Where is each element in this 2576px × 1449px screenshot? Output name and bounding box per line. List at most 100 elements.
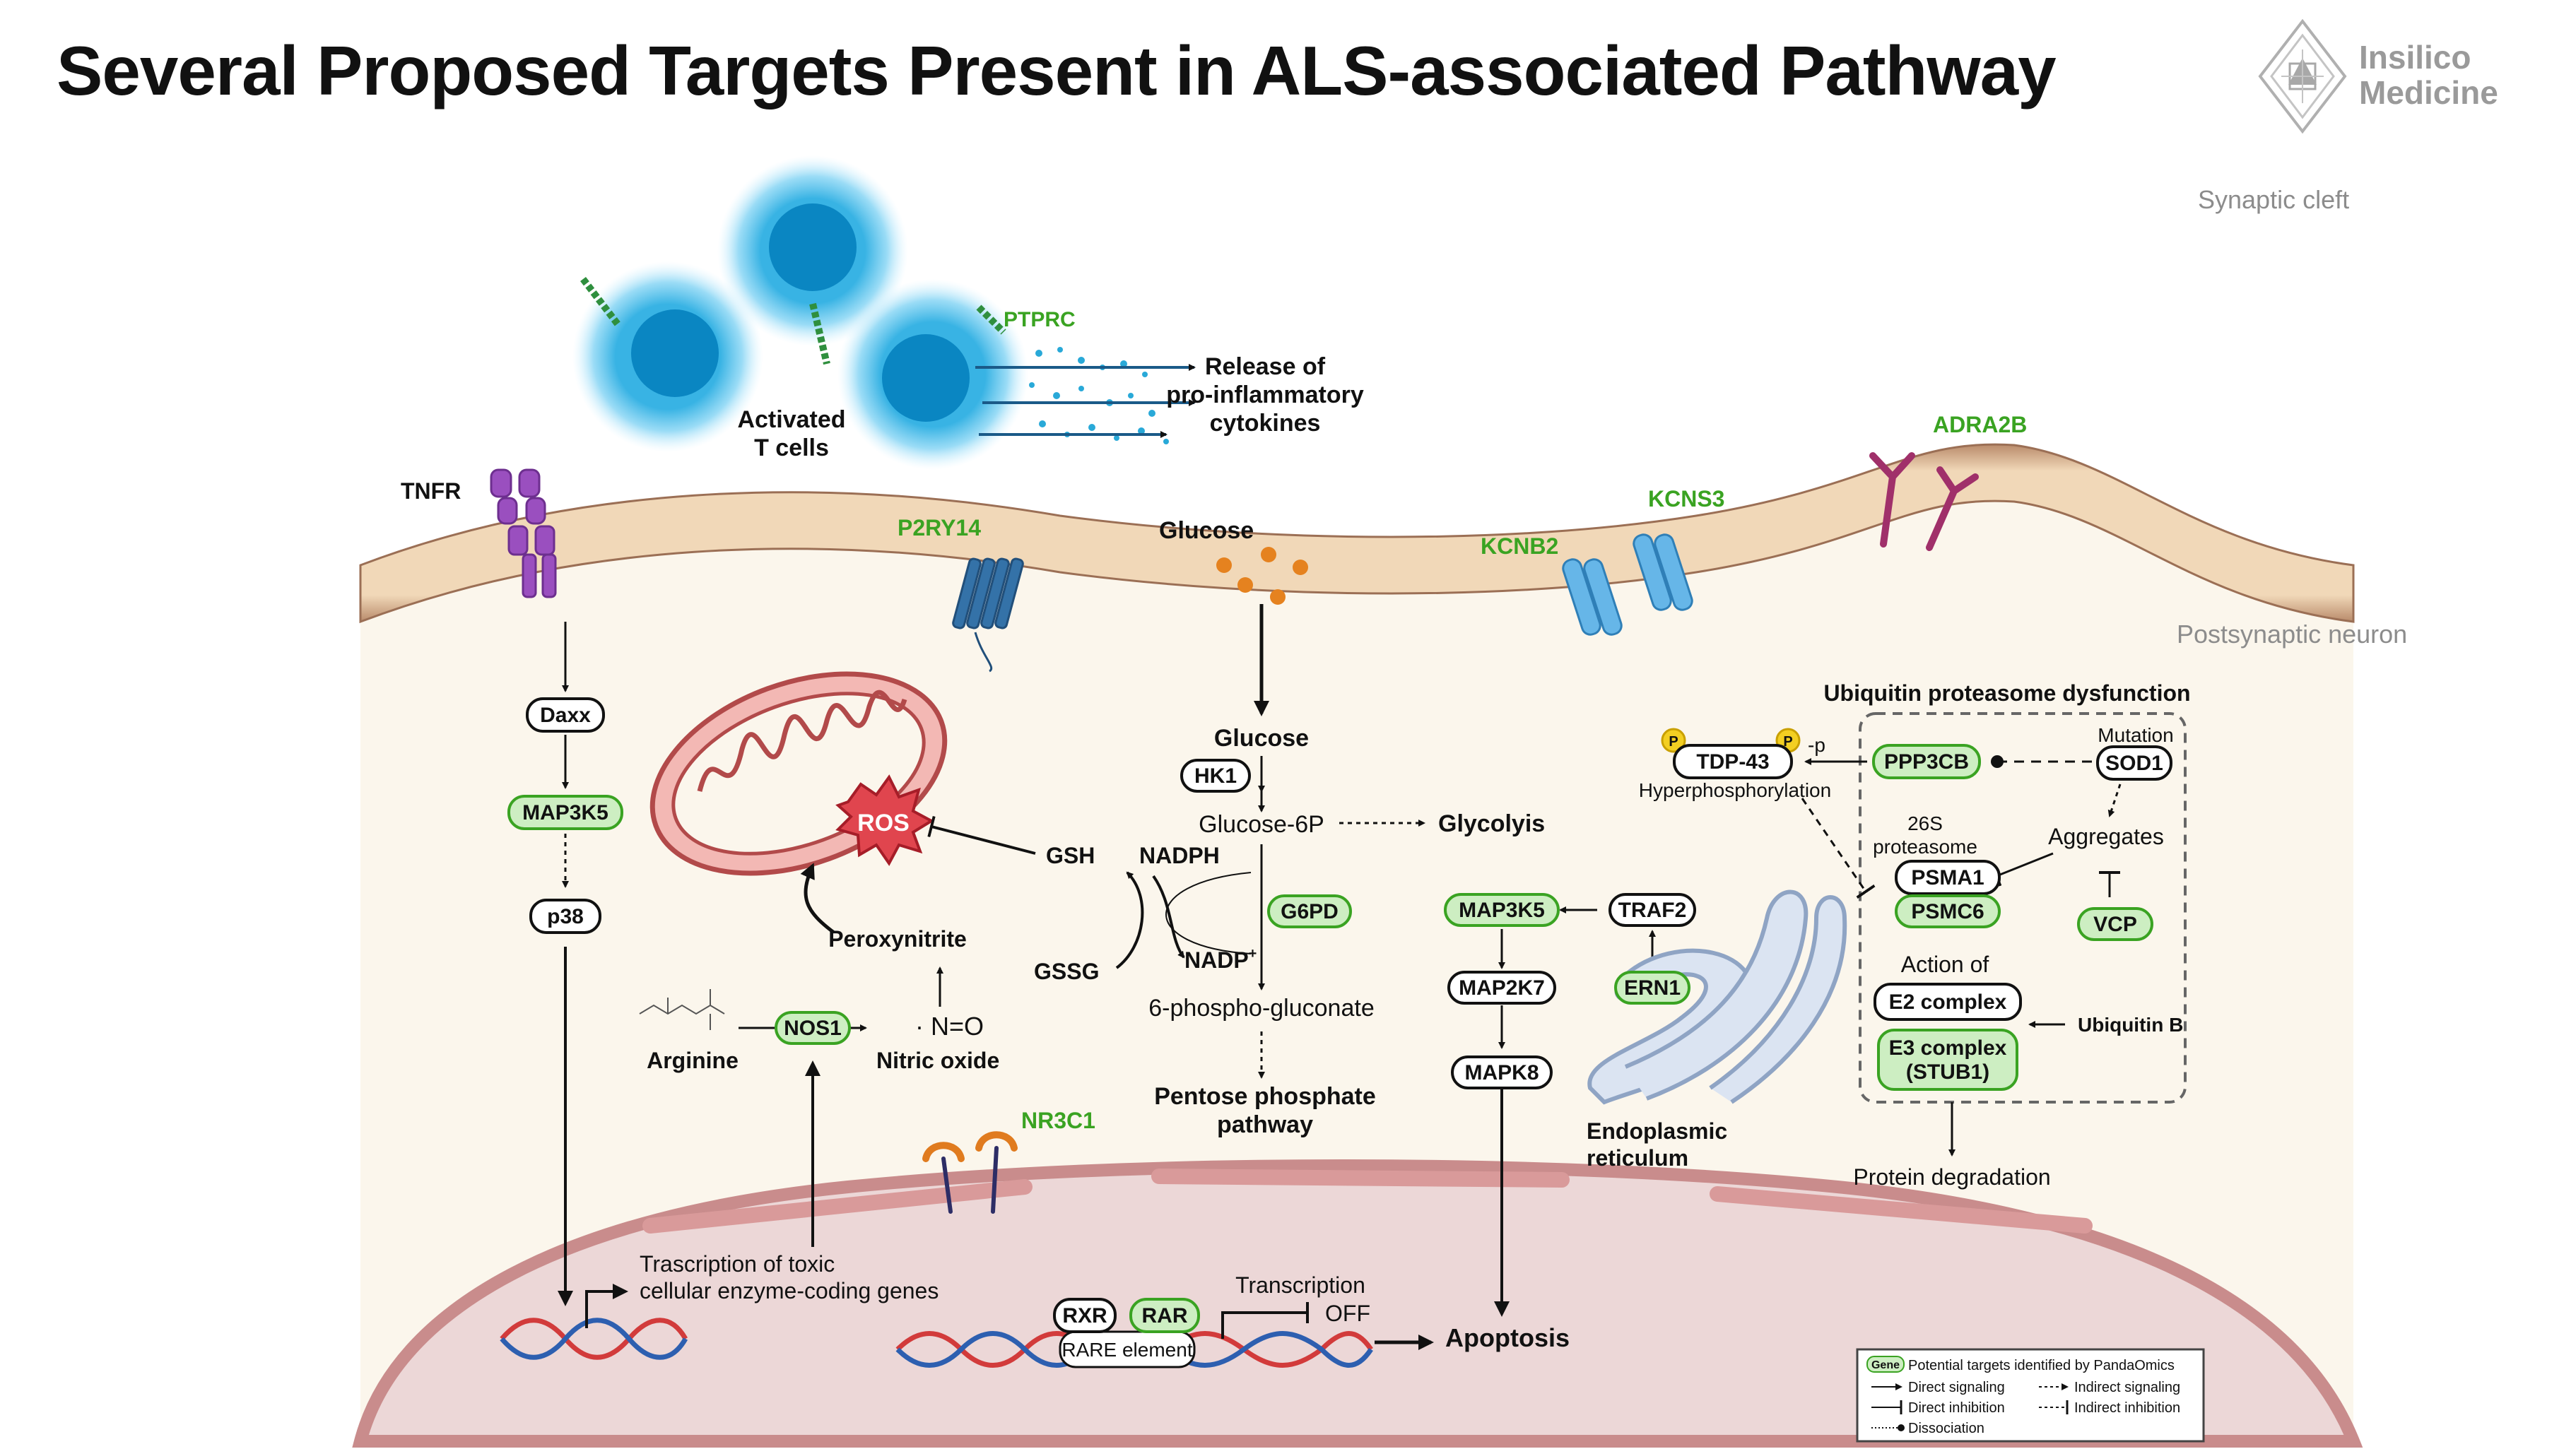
gene-node-label: E2 complex: [1889, 990, 2007, 1014]
gssg-label: GSSG: [1034, 959, 1099, 984]
gene-node-box: [1614, 971, 1690, 1005]
nucleus: [352, 1159, 2363, 1448]
adra2b-label: ADRA2B: [1933, 412, 2027, 437]
gene-node-ppp3cb: PPP3CB: [1872, 744, 1981, 779]
legend-gene-badge: [1866, 1356, 1905, 1373]
gene-node-label: p38: [547, 905, 584, 928]
gene-node-ern1: ERN1: [1614, 971, 1690, 1005]
no-formula: · N=O: [915, 1012, 984, 1041]
gene-node-label: RAR: [1142, 1304, 1188, 1327]
adra2b-receptor-icon: [1869, 452, 1979, 551]
gene-node-label: E3 complex(STUB1): [1889, 1036, 2007, 1084]
nr3c1-receptor-icon: [922, 1131, 1018, 1214]
gene-node-map3k5-left: MAP3K5: [507, 795, 623, 830]
phosphogluconate-label: 6-phospho-gluconate: [1148, 995, 1374, 1022]
gene-node-box: [1895, 894, 2001, 928]
postsynaptic-neuron-label: Postsynaptic neuron: [2177, 620, 2407, 649]
gene-node-box: [1444, 893, 1560, 927]
logo-line-2: Medicine: [2359, 74, 2498, 111]
synaptic-cleft-label: Synaptic cleft: [2198, 185, 2349, 214]
dna-helix-left-icon: [500, 1318, 688, 1360]
hyperphos-label: Hyperphosphorylation: [1639, 779, 1831, 801]
gene-node-label: VCP: [2093, 913, 2137, 936]
gene-node-box: [2096, 745, 2172, 781]
ubiquitin-b-label: Ubiquitin B: [2078, 1014, 2183, 1036]
gene-node-hk1: HK1: [1180, 759, 1251, 793]
off-label: OFF: [1325, 1301, 1370, 1326]
gene-node-label: MAP3K5: [522, 801, 608, 824]
gene-node-nos1: NOS1: [775, 1011, 851, 1045]
gene-node-box: [2077, 907, 2153, 941]
ubiquitin-title: Ubiquitin proteasome dysfunction: [1823, 680, 2190, 706]
gene-node-box: [1180, 759, 1251, 793]
gene-node-label: HK1: [1194, 764, 1237, 788]
tcell-nucleus: [631, 309, 719, 397]
gene-node-box: [1673, 744, 1793, 779]
gene-node-box: [1053, 1298, 1117, 1333]
gene-node-mapk8: MAPK8: [1451, 1055, 1553, 1089]
gene-node-box: [1451, 1055, 1553, 1089]
ptprc-label: PTPRC: [1004, 308, 1076, 331]
legend-direct-inhibition: Direct inhibition: [1908, 1400, 2005, 1416]
gene-node-label: MAP2K7: [1459, 976, 1545, 1000]
legend-indirect-inhibition: Indirect inhibition: [2074, 1400, 2180, 1416]
peroxynitrite-label: Peroxynitrite: [828, 926, 967, 952]
apoptosis-label: Apoptosis: [1445, 1323, 1570, 1352]
protein-degradation-label: Protein degradation: [1853, 1164, 2050, 1190]
gene-node-box: [1874, 983, 2022, 1021]
gene-node-box: [1267, 894, 1352, 928]
gene-node-box: [1872, 744, 1981, 779]
gene-node-box: [775, 1011, 851, 1045]
logo-line-1: Insilico: [2359, 39, 2471, 76]
gene-node-box: [526, 697, 605, 733]
logo-wordmark: Insilico Medicine: [2359, 40, 2498, 110]
ubiquitin-box: [1859, 712, 2187, 1104]
gene-node-label: PSMA1: [1911, 866, 1984, 889]
gsh-inhibits-ros: [927, 815, 1036, 855]
gene-node-box: [507, 795, 623, 830]
legend: Gene Potential targets identified by Pan…: [1856, 1348, 2205, 1443]
action-of-label: Action of: [1901, 952, 1989, 977]
gene-node-sod1: SOD1: [2096, 745, 2172, 781]
transcription-off-label: Transcription: [1235, 1272, 1365, 1298]
nuclear-pore-segment: [642, 1179, 1033, 1234]
legend-box: [1856, 1348, 2205, 1443]
gene-node-label: ERN1: [1624, 976, 1681, 1000]
legend-targets: Potential targets identified by PandaOmi…: [1908, 1358, 2175, 1373]
cytokine-release: [975, 347, 1196, 444]
nuclear-pore-segment: [1710, 1186, 2093, 1234]
logo-emblem-icon: [2258, 18, 2347, 134]
rare-element-label: RARE element: [1061, 1339, 1192, 1361]
glucose-inside-label: Glucose: [1214, 725, 1309, 752]
gene-node-e3: E3 complex(STUB1): [1877, 1029, 2018, 1091]
gene-node-rxr: RXR: [1053, 1298, 1117, 1333]
tnfr-receptor-icon: [490, 468, 557, 598]
legend-direct-signaling: Direct signaling: [1908, 1380, 2005, 1395]
gene-node-map2k7: MAP2K7: [1447, 971, 1556, 1005]
rare-element-box: [1059, 1330, 1196, 1368]
gene-node-label: Daxx: [540, 704, 591, 727]
aggregates-label: Aggregates: [2048, 824, 2164, 849]
kcns3-channel-icon: [1633, 533, 1693, 611]
ptprc-receptor-icon: [580, 276, 1006, 365]
gene-node-label: NOS1: [784, 1017, 842, 1040]
gene-node-tdp43: TDP-43: [1673, 744, 1793, 779]
tcell-cluster: [572, 155, 1028, 470]
gene-node-rar: RAR: [1129, 1298, 1200, 1333]
gene-node-label: RXR: [1062, 1304, 1107, 1327]
ros-label: ROS: [857, 810, 910, 836]
glucose6p-label: Glucose-6P: [1199, 811, 1324, 838]
legend-gene-badge-label: Gene: [1871, 1359, 1900, 1371]
slide-title: Several Proposed Targets Present in ALS-…: [57, 32, 2057, 110]
gene-node-box: [1895, 860, 2001, 895]
gene-node-box: [529, 899, 601, 934]
cell-membrane: [359, 443, 2355, 624]
glycolysis-label: Glycolyis: [1438, 810, 1545, 837]
gene-node-vcp: VCP: [2077, 907, 2153, 941]
tcell-nucleus: [769, 203, 857, 291]
